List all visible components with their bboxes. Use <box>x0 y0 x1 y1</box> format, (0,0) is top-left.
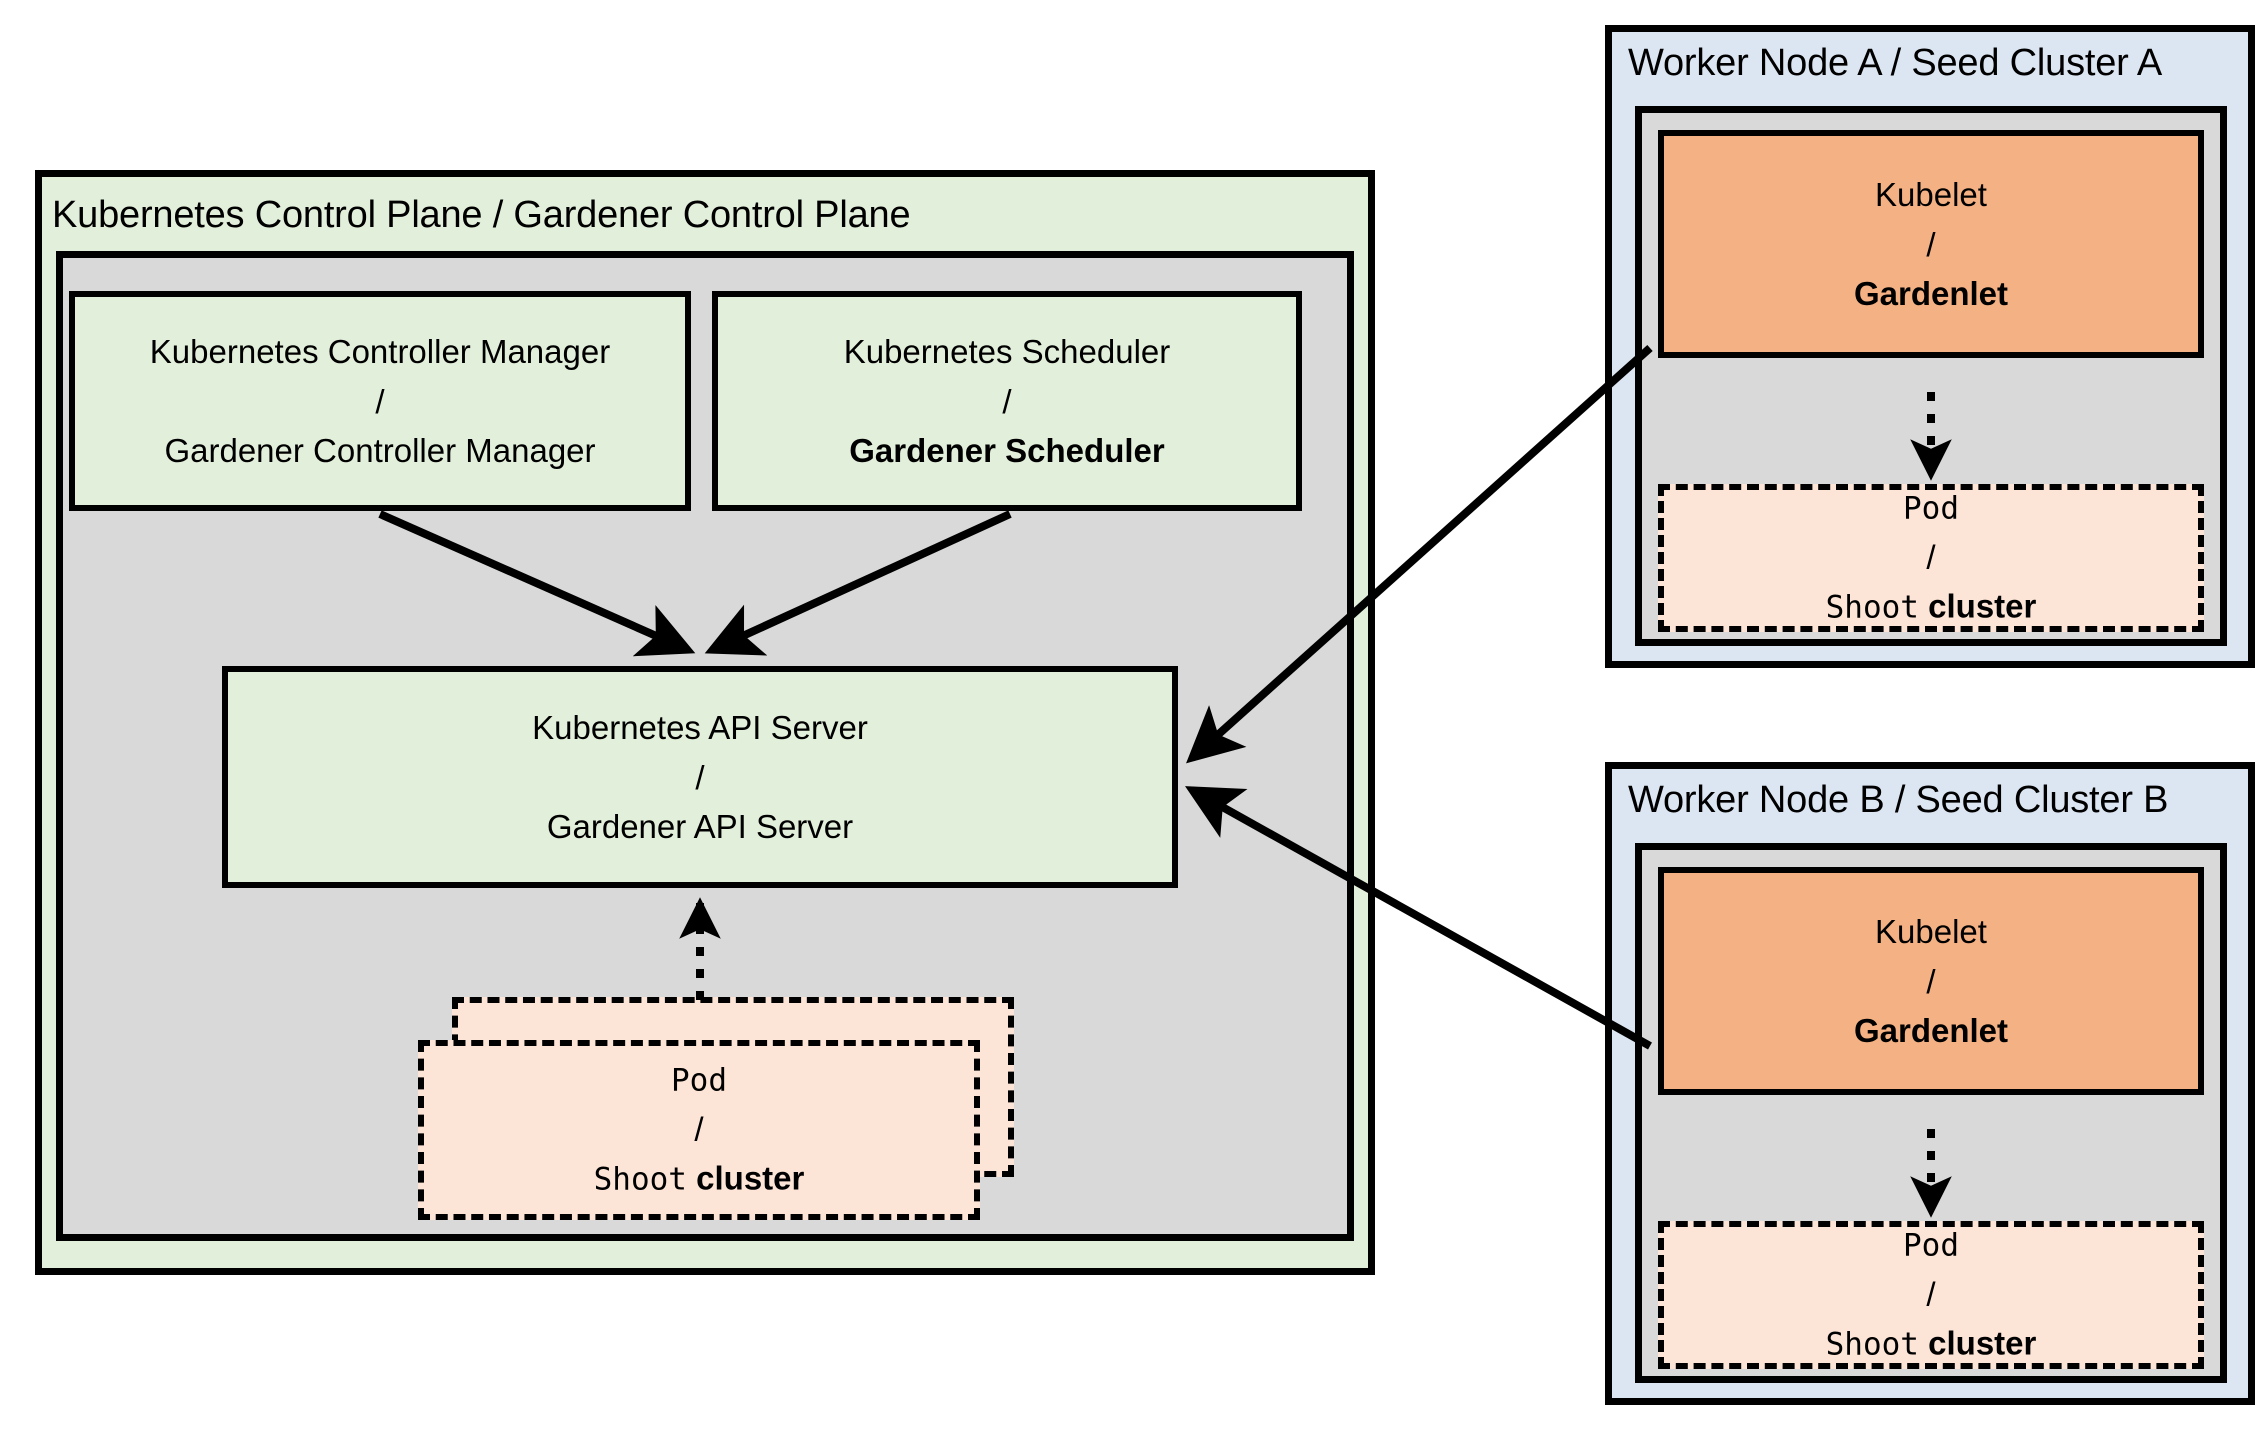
worker-node-b-title: Worker Node B / Seed Cluster B <box>1628 779 2169 821</box>
worker-node-b-pod-line1: Pod <box>1903 1227 1959 1264</box>
worker-node-a-kubelet-line2: Gardenlet <box>1853 274 2009 312</box>
worker-node-b-pod-line2: Shoot cluster <box>1664 1318 2198 1368</box>
worker-node-b-kubelet-text: Kubelet / Gardenlet <box>1664 907 2198 1056</box>
worker-node-a-pod-line1: Pod <box>1903 490 1959 527</box>
worker-node-b-pod-text: Pod / Shoot cluster <box>1664 1222 2198 1368</box>
worker-node-a-kubelet-separator: / <box>1926 225 1936 263</box>
worker-node-b-kubelet-line2: Gardenlet <box>1853 1011 2009 1049</box>
worker-node-b-pod-line2-bold: cluster <box>1928 1324 2037 1362</box>
control-plane-pod-line2: Shoot cluster <box>424 1153 974 1203</box>
control-plane-pod-line1: Pod <box>671 1062 727 1099</box>
worker-node-a-pod-box[interactable]: Pod / Shoot cluster <box>1658 484 2204 632</box>
worker-node-a-kubelet-text: Kubelet / Gardenlet <box>1664 170 2198 319</box>
scheduler-separator: / <box>1002 382 1012 420</box>
worker-node-b-kubelet-line1: Kubelet <box>1875 912 1987 950</box>
scheduler-text: Kubernetes Scheduler / Gardener Schedule… <box>718 327 1296 476</box>
kubernetes-api-server-box[interactable]: Kubernetes API Server / Gardener API Ser… <box>222 666 1178 888</box>
control-plane-pod-text: Pod / Shoot cluster <box>424 1057 974 1203</box>
worker-node-a-pod-separator: / <box>1926 537 1936 575</box>
worker-node-a-pod-text: Pod / Shoot cluster <box>1664 485 2198 631</box>
scheduler-line2: Gardener Scheduler <box>849 431 1165 469</box>
controller-manager-line2: Gardener Controller Manager <box>164 431 596 469</box>
control-plane-pod-line2-mono: Shoot <box>593 1161 687 1198</box>
worker-node-a-title: Worker Node A / Seed Cluster A <box>1628 42 2163 84</box>
control-plane-pod-box[interactable]: Pod / Shoot cluster <box>418 1040 980 1220</box>
controller-manager-text: Kubernetes Controller Manager / Gardener… <box>75 327 685 476</box>
worker-node-b-kubelet-box[interactable]: Kubelet / Gardenlet <box>1658 867 2204 1095</box>
worker-node-a-pod-line2-mono: Shoot <box>1825 589 1919 626</box>
control-plane-pod-separator: / <box>694 1109 704 1147</box>
kubernetes-scheduler-box[interactable]: Kubernetes Scheduler / Gardener Schedule… <box>712 291 1302 511</box>
worker-node-a-pod-line2-bold: cluster <box>1928 587 2037 625</box>
control-plane-title: Kubernetes Control Plane / Gardener Cont… <box>52 194 911 236</box>
worker-node-b-pod-separator: / <box>1926 1274 1936 1312</box>
controller-manager-separator: / <box>375 382 385 420</box>
worker-node-b-kubelet-separator: / <box>1926 962 1936 1000</box>
api-server-text: Kubernetes API Server / Gardener API Ser… <box>228 703 1172 852</box>
worker-node-b-pod-line2-mono: Shoot <box>1825 1326 1919 1363</box>
scheduler-line1: Kubernetes Scheduler <box>843 332 1171 370</box>
worker-node-a-kubelet-line1: Kubelet <box>1875 175 1987 213</box>
worker-node-a-pod-line2: Shoot cluster <box>1664 581 2198 631</box>
kubernetes-controller-manager-box[interactable]: Kubernetes Controller Manager / Gardener… <box>69 291 691 511</box>
control-plane-pod-line2-bold: cluster <box>696 1159 805 1197</box>
worker-node-a-kubelet-box[interactable]: Kubelet / Gardenlet <box>1658 130 2204 358</box>
api-server-line2: Gardener API Server <box>546 807 854 845</box>
worker-node-b-pod-box[interactable]: Pod / Shoot cluster <box>1658 1221 2204 1369</box>
api-server-separator: / <box>695 758 705 796</box>
controller-manager-line1: Kubernetes Controller Manager <box>149 332 611 370</box>
api-server-line1: Kubernetes API Server <box>532 708 868 746</box>
